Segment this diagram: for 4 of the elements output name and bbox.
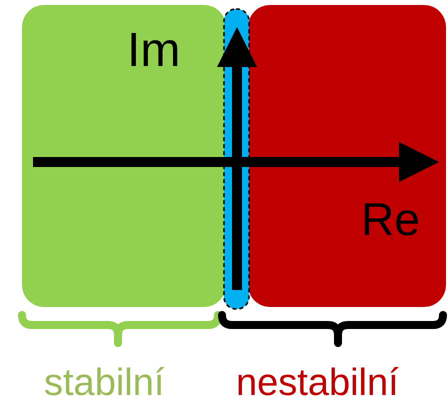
axis-label: Im: [127, 27, 180, 75]
axis-label: Re: [361, 196, 420, 242]
region-label: nestabilní: [236, 364, 399, 402]
region-label: stabilní: [44, 364, 164, 402]
